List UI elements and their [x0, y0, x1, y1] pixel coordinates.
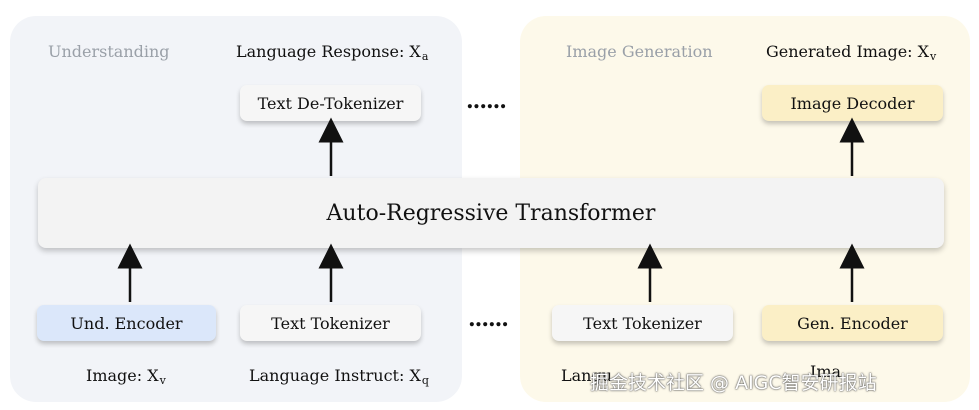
generated-image-caption: Generated Image: Xv — [766, 42, 936, 63]
image-decoder-box: Image Decoder — [762, 85, 943, 121]
gen-language-caption: Langu — [561, 366, 613, 385]
image-input-subscript: v — [159, 374, 166, 387]
und-encoder-box: Und. Encoder — [37, 305, 216, 341]
gen-encoder-box: Gen. Encoder — [762, 305, 943, 341]
language-instruct-subscript: q — [421, 374, 429, 387]
generated-image-text: Generated Image: X — [766, 42, 930, 61]
language-instruct-text: Language Instruct: X — [249, 366, 421, 385]
understanding-label: Understanding — [48, 42, 170, 61]
generated-image-subscript: v — [930, 50, 937, 63]
language-response-caption: Language Response: Xa — [236, 42, 428, 63]
language-response-text: Language Response: X — [236, 42, 421, 61]
top-ellipsis: ...... — [466, 88, 507, 114]
image-generation-label: Image Generation — [566, 42, 713, 61]
image-input-caption: Image: Xv — [86, 366, 166, 387]
gen-text-tokenizer-box: Text Tokenizer — [552, 305, 733, 341]
auto-regressive-transformer: Auto-Regressive Transformer — [38, 178, 944, 248]
language-response-subscript: a — [421, 50, 429, 63]
und-text-tokenizer-box: Text Tokenizer — [240, 305, 421, 341]
language-instruct-caption: Language Instruct: Xq — [249, 366, 429, 387]
gen-image-caption: Ima — [810, 362, 842, 381]
watermark: 掘金技术社区 @ AIGC智安研报站 — [590, 372, 877, 394]
text-de-tokenizer-box: Text De-Tokenizer — [240, 85, 421, 121]
image-input-text: Image: X — [86, 366, 159, 385]
bottom-ellipsis: ...... — [468, 306, 509, 332]
